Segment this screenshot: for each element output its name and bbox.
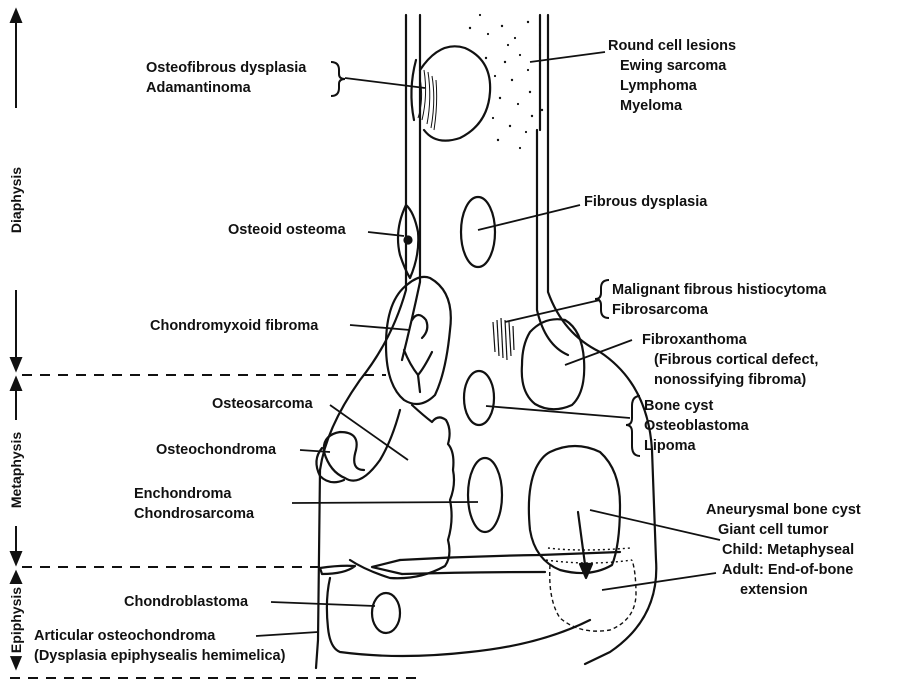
label-round-cell-group: Round cell lesions Ewing sarcoma Lymphom… bbox=[608, 36, 736, 116]
child-metaphyseal-dotted bbox=[548, 548, 630, 550]
label-fibroxanthoma: Fibroxanthoma bbox=[642, 330, 818, 350]
label-chondromyxoid-fibroma: Chondromyxoid fibroma bbox=[150, 316, 318, 336]
label-extension: extension bbox=[706, 580, 861, 600]
chondromyxoid-inner-3 bbox=[412, 315, 427, 338]
growth-plate-main bbox=[400, 552, 620, 560]
label-fibroxanthoma-group: Fibroxanthoma (Fibrous cortical defect, … bbox=[642, 330, 818, 390]
chondromyxoid-inner-2 bbox=[418, 375, 420, 392]
label-fibrosarcoma: Fibrosarcoma bbox=[612, 300, 826, 320]
chondromyxoid-inner-1 bbox=[404, 350, 432, 375]
shaft-left-inner-wall bbox=[402, 15, 420, 360]
label-enchondroma: Enchondroma bbox=[134, 484, 254, 504]
label-bone-cyst-group: Bone cyst Osteoblastoma Lipoma bbox=[644, 396, 749, 456]
label-lymphoma: Lymphoma bbox=[608, 76, 736, 96]
chondroblastoma-lesion bbox=[372, 593, 400, 633]
label-fibrous-cortical-defect: (Fibrous cortical defect, bbox=[642, 350, 818, 370]
label-articular-osteochondroma: Articular osteochondroma bbox=[34, 626, 285, 646]
label-fibrous-dysplasia: Fibrous dysplasia bbox=[584, 192, 707, 212]
fibroxanthoma-lesion bbox=[522, 319, 584, 409]
gct-extension-arrowhead bbox=[580, 564, 592, 578]
label-chondroblastoma: Chondroblastoma bbox=[124, 592, 248, 612]
label-mfh-group: Malignant fibrous histiocytoma Fibrosarc… bbox=[612, 280, 826, 320]
label-osteofibrous-group: Osteofibrous dysplasia Adamantinoma bbox=[146, 58, 306, 98]
label-child-metaphyseal: Child: Metaphyseal bbox=[706, 540, 861, 560]
label-ewing-sarcoma: Ewing sarcoma bbox=[608, 56, 736, 76]
enchondroma-lesion bbox=[468, 458, 502, 532]
label-enchondroma-group: Enchondroma Chondrosarcoma bbox=[134, 484, 254, 524]
zone-arrows bbox=[11, 10, 21, 668]
child-metaphyseal-dotted-2 bbox=[546, 560, 632, 563]
label-dysplasia-epiphysealis: (Dysplasia epiphysealis hemimelica) bbox=[34, 646, 285, 666]
label-osteoid-osteoma: Osteoid osteoma bbox=[228, 220, 346, 240]
growth-plate-line bbox=[320, 566, 355, 574]
zone-label-diaphysis: Diaphysis bbox=[8, 164, 24, 236]
bone-cyst-lesion bbox=[464, 371, 494, 425]
label-osteochondroma: Osteochondroma bbox=[156, 440, 276, 460]
label-articular-group: Articular osteochondroma (Dysplasia epip… bbox=[34, 626, 285, 666]
growth-plate-lower bbox=[402, 572, 545, 574]
osteofibrous-lesion-outline bbox=[420, 46, 490, 140]
growth-plate-wedge bbox=[372, 560, 402, 574]
label-abc-group: Aneurysmal bone cyst Giant cell tumor Ch… bbox=[706, 500, 861, 600]
label-adult-end-of-bone: Adult: End-of-bone bbox=[706, 560, 861, 580]
label-myeloma: Myeloma bbox=[608, 96, 736, 116]
label-nonossifying-fibroma: nonossifying fibroma) bbox=[642, 370, 818, 390]
braces bbox=[331, 62, 640, 456]
round-cell-stipple bbox=[469, 14, 543, 149]
zone-label-metaphysis: Metaphysis bbox=[8, 429, 24, 511]
zone-label-epiphysis: Epiphysis bbox=[8, 584, 24, 656]
label-osteofibrous-dysplasia: Osteofibrous dysplasia bbox=[146, 58, 306, 78]
label-osteoblastoma: Osteoblastoma bbox=[644, 416, 749, 436]
label-giant-cell-tumor: Giant cell tumor bbox=[706, 520, 861, 540]
label-osteosarcoma: Osteosarcoma bbox=[212, 394, 313, 414]
label-adamantinoma: Adamantinoma bbox=[146, 78, 306, 98]
osteoid-osteoma-nidus bbox=[405, 237, 412, 244]
label-chondrosarcoma: Chondrosarcoma bbox=[134, 504, 254, 524]
label-round-cell-lesions: Round cell lesions bbox=[608, 36, 736, 56]
fibrous-dysplasia-lesion bbox=[461, 197, 495, 267]
mfh-hatching bbox=[493, 318, 514, 360]
osteofibrous-lesion-left bbox=[411, 60, 416, 120]
label-lipoma: Lipoma bbox=[644, 436, 749, 456]
shaft-left-outer-wall bbox=[316, 15, 406, 668]
label-aneurysmal-bone-cyst: Aneurysmal bone cyst bbox=[706, 500, 861, 520]
label-bone-cyst: Bone cyst bbox=[644, 396, 749, 416]
label-malignant-fibrous-histiocytoma: Malignant fibrous histiocytoma bbox=[612, 280, 826, 300]
